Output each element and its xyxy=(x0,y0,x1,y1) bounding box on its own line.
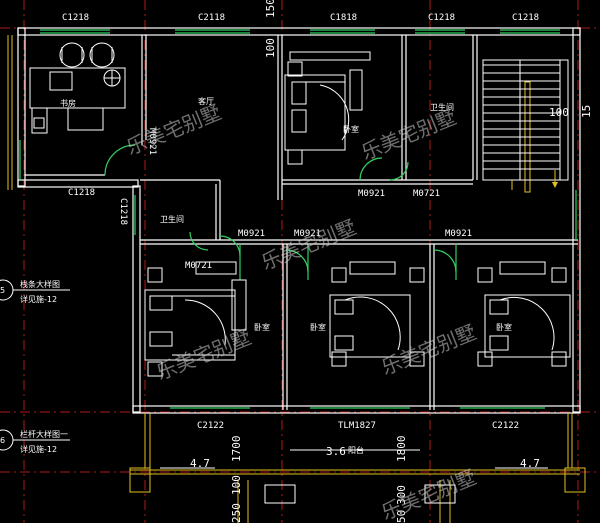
window-label-vertical: C1218 xyxy=(118,198,128,225)
watermark: 乐美宅别墅 xyxy=(123,100,225,160)
dim-top-100: 100 xyxy=(264,38,277,58)
bed-top xyxy=(284,51,371,165)
dim-right-100: 100 xyxy=(549,106,569,119)
window-label-lower: C1218 xyxy=(68,188,95,198)
watermark: 乐美宅别墅 xyxy=(358,105,460,165)
bed-c xyxy=(477,261,571,367)
note-1-line1: 栈条大样图 xyxy=(20,279,60,289)
bed-a xyxy=(144,261,247,377)
walls xyxy=(17,27,581,414)
room-bed-b: 卧室 xyxy=(310,322,326,332)
note-marker-2: 6 xyxy=(0,436,5,445)
study-furniture xyxy=(29,42,126,134)
green-lines xyxy=(19,29,577,409)
window-bottom-left: C2122 xyxy=(197,421,224,431)
room-bed-a: 卧室 xyxy=(254,322,270,332)
watermark: 乐美宅别墅 xyxy=(378,320,480,380)
door-label-bath-top: M0721 xyxy=(413,189,440,199)
door-label-study: M0921 xyxy=(147,128,157,155)
watermark: 乐美宅别墅 xyxy=(153,325,255,385)
door-label-bath-left: M0721 xyxy=(185,261,212,271)
dim-bottom-100: 100 xyxy=(230,475,243,495)
note-marker-1: 5 xyxy=(0,286,5,295)
dim-50: 50 xyxy=(395,510,408,523)
dim-bottom-right-47: 4.7 xyxy=(520,457,540,470)
note-2-line1: 栏杆大样图一 xyxy=(20,429,68,439)
dim-right-15: 15 xyxy=(580,105,593,118)
dim-bottom-36: 3.6 xyxy=(326,445,346,458)
door-bottom-center: TLM1827 xyxy=(338,421,376,431)
balcony-items xyxy=(160,449,548,504)
note-1-line2: 详见施-12 xyxy=(20,294,57,304)
note-2-line2: 详见施-12 xyxy=(20,444,57,454)
bed-b xyxy=(329,261,425,367)
room-living: 客厅 xyxy=(198,96,214,106)
door-label-bed-c: M0921 xyxy=(445,229,472,239)
dim-bottom-left-47: 4.7 xyxy=(190,457,210,470)
room-study: 书房 xyxy=(60,98,76,108)
room-bed-top: 卧室 xyxy=(343,124,359,134)
door-label-bed1: M0921 xyxy=(358,189,385,199)
door-label-bed-a: M0921 xyxy=(238,229,265,239)
room-balcony: 阳台 xyxy=(348,445,364,455)
room-bath-left: 卫生间 xyxy=(160,214,184,224)
dim-250: 250 xyxy=(230,503,243,523)
dim-1700: 1700 xyxy=(230,436,243,463)
room-bath-top: 卫生间 xyxy=(430,102,454,112)
staircase xyxy=(482,59,569,190)
door-label-bed-b: M0921 xyxy=(294,229,321,239)
window-label-4: C1218 xyxy=(428,13,455,23)
window-label-1: C1218 xyxy=(62,13,89,23)
yellow-lines xyxy=(7,35,586,523)
window-label-2: C2118 xyxy=(198,13,225,23)
window-label-5: C1218 xyxy=(512,13,539,23)
room-bed-c: 卧室 xyxy=(496,322,512,332)
dim-1800: 1800 xyxy=(395,436,408,463)
window-bottom-right: C2122 xyxy=(492,421,519,431)
dim-300: 300 xyxy=(395,485,408,505)
dim-150: 150 xyxy=(264,0,277,18)
watermark: 乐美宅别墅 xyxy=(258,215,360,275)
section-markers xyxy=(0,279,70,451)
window-label-3: C1818 xyxy=(330,13,357,23)
